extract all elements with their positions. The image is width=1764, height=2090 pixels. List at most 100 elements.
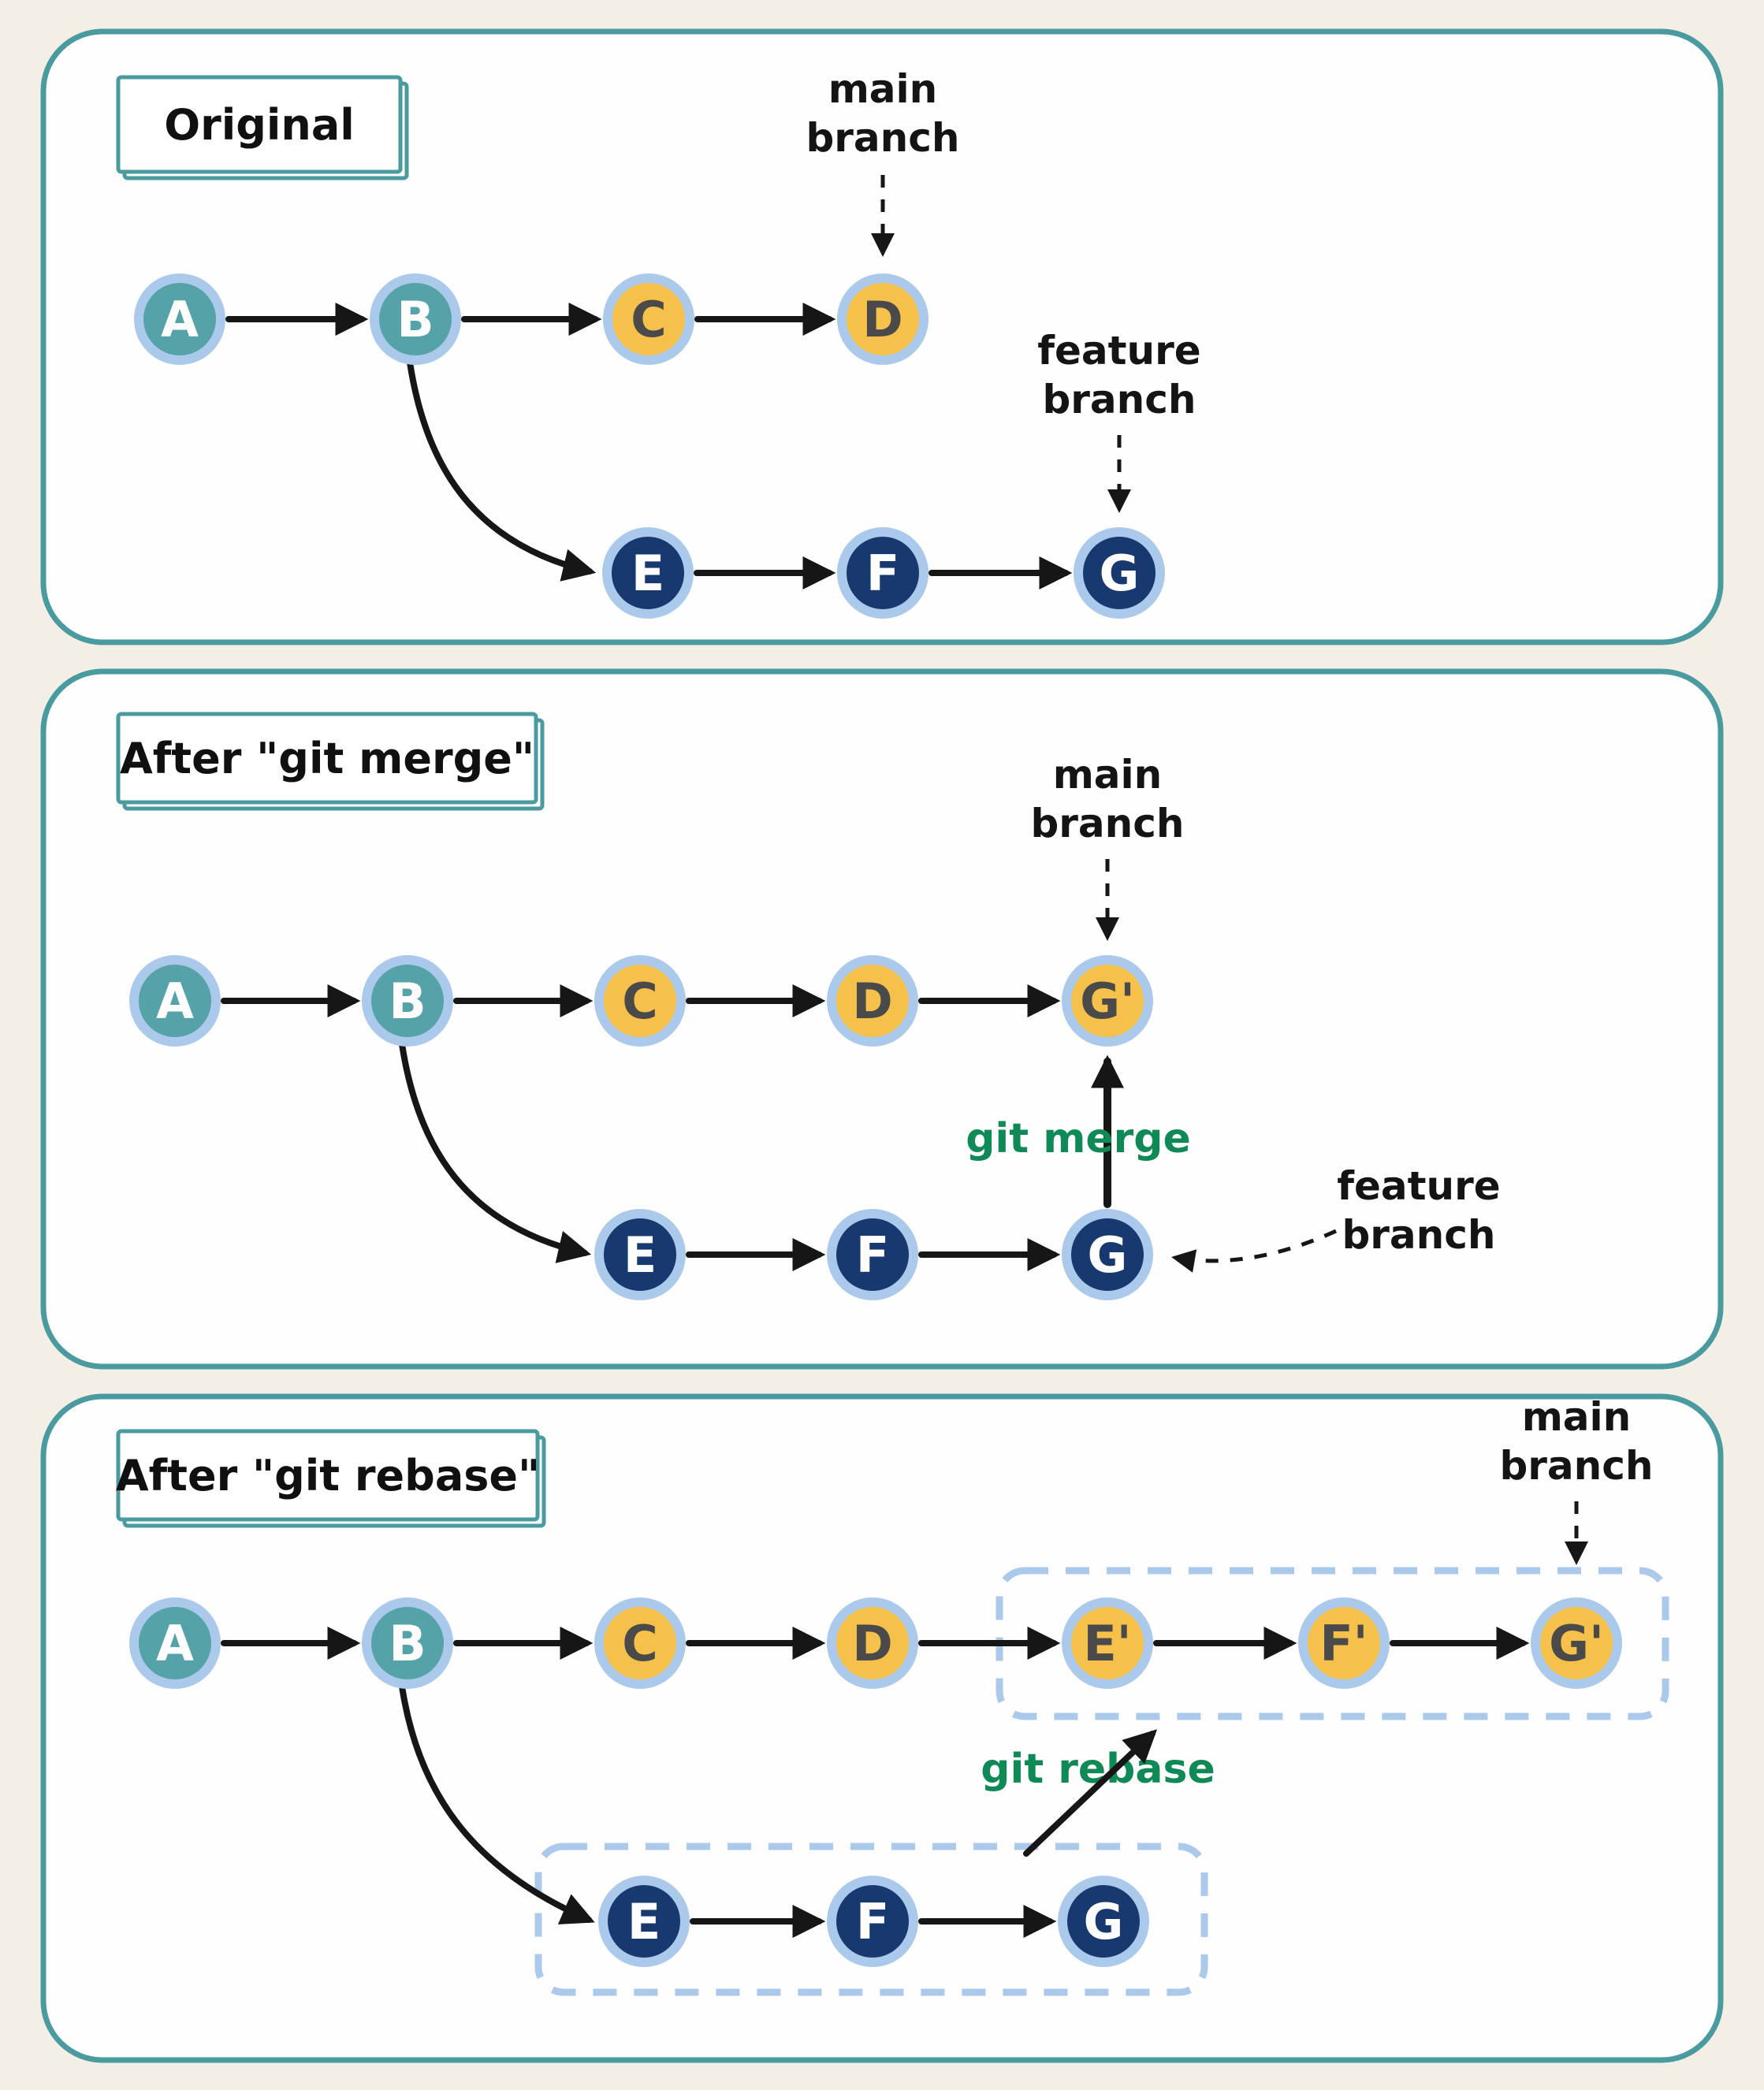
node-fill bbox=[1308, 1607, 1380, 1679]
node-fill bbox=[1540, 1607, 1613, 1679]
node-label: A bbox=[156, 1615, 194, 1672]
node-label: B bbox=[389, 972, 426, 1030]
node-label: E bbox=[623, 1226, 657, 1284]
node-label: D bbox=[852, 1615, 892, 1672]
commit-node-d: D bbox=[827, 1597, 918, 1689]
commit-node-fprime: F' bbox=[1298, 1597, 1390, 1689]
panel-after-rebase-title-box: After "git rebase" bbox=[116, 1429, 546, 1528]
edge-b-e-curve bbox=[407, 359, 597, 582]
commit-node-g: G bbox=[1074, 527, 1165, 619]
commit-node-b: B bbox=[362, 1597, 453, 1689]
node-label: F bbox=[856, 1226, 889, 1284]
node-fill bbox=[1071, 1607, 1144, 1679]
commit-node-e: E bbox=[594, 1209, 686, 1300]
commit-node-b: B bbox=[362, 955, 453, 1047]
node-fill bbox=[139, 965, 211, 1037]
commit-node-e: E bbox=[598, 1876, 690, 1967]
node-label: B bbox=[396, 291, 434, 348]
node-fill bbox=[379, 283, 452, 355]
panel-original: Original main branch feature branch A B bbox=[40, 28, 1724, 645]
feature-branch-label-line1: feature bbox=[1037, 328, 1200, 374]
node-label: G bbox=[1088, 1226, 1128, 1284]
node-label: D bbox=[862, 291, 902, 348]
node-fill bbox=[371, 1607, 444, 1679]
panel-after-rebase-border bbox=[40, 1393, 1724, 2063]
node-label: E bbox=[631, 545, 664, 602]
commit-node-e: E bbox=[602, 527, 694, 619]
node-fill bbox=[836, 1218, 909, 1291]
node-label: A bbox=[161, 291, 199, 348]
panel-after-merge-title: After "git merge" bbox=[120, 734, 534, 783]
title-box bbox=[116, 75, 403, 174]
commit-node-c: C bbox=[594, 1597, 686, 1689]
main-branch-label-line2: branch bbox=[1030, 801, 1184, 846]
node-fill bbox=[1067, 1885, 1140, 1958]
node-label: A bbox=[156, 972, 194, 1030]
edge-b-e-curve bbox=[399, 1683, 595, 1925]
original-feature-commits-group-box bbox=[534, 1843, 1208, 1996]
node-label: C bbox=[631, 291, 667, 348]
feature-branch-label-line2: branch bbox=[1342, 1212, 1495, 1258]
git-merge-label: git merge bbox=[966, 1115, 1191, 1162]
node-fill bbox=[604, 1218, 676, 1291]
node-fill bbox=[139, 1607, 211, 1679]
panel-after-rebase: After "git rebase" main branch git rebas… bbox=[40, 1393, 1724, 2063]
node-fill bbox=[612, 537, 684, 609]
node-label: E' bbox=[1083, 1615, 1131, 1672]
node-label: G' bbox=[1080, 972, 1135, 1030]
node-label: D bbox=[852, 972, 892, 1030]
node-label: F' bbox=[1319, 1615, 1368, 1672]
panel-after-merge-title-box: After "git merge" bbox=[116, 712, 545, 811]
node-label: B bbox=[389, 1615, 426, 1672]
node-fill bbox=[847, 283, 919, 355]
commit-node-f: F bbox=[827, 1209, 918, 1300]
node-label: G bbox=[1100, 545, 1140, 602]
panel-original-title: Original bbox=[164, 100, 355, 150]
git-rebase-arrow bbox=[1023, 1729, 1158, 1857]
commit-node-a: A bbox=[129, 955, 221, 1047]
main-branch-label-line2: branch bbox=[806, 115, 959, 161]
node-fill bbox=[847, 537, 919, 609]
node-label: G bbox=[1084, 1893, 1124, 1951]
main-branch-label-line1: main bbox=[828, 66, 938, 112]
commit-node-c: C bbox=[603, 273, 694, 365]
node-label: C bbox=[622, 1615, 658, 1672]
node-fill bbox=[604, 1607, 676, 1679]
commit-node-gprime: G' bbox=[1062, 955, 1153, 1047]
node-label: E bbox=[627, 1893, 661, 1951]
panel-after-rebase-title: After "git rebase" bbox=[116, 1451, 540, 1501]
feature-branch-label-line2: branch bbox=[1042, 377, 1196, 422]
commit-node-b: B bbox=[370, 273, 461, 365]
node-fill bbox=[612, 283, 685, 355]
node-fill bbox=[1071, 965, 1144, 1037]
main-branch-label-line2: branch bbox=[1499, 1443, 1653, 1489]
node-fill bbox=[1083, 537, 1156, 609]
node-fill bbox=[1071, 1218, 1144, 1291]
commit-node-c: C bbox=[594, 955, 686, 1047]
commit-node-a: A bbox=[129, 1597, 221, 1689]
feature-branch-label-line1: feature bbox=[1337, 1163, 1500, 1209]
commit-node-f: F bbox=[827, 1876, 918, 1967]
node-label: G' bbox=[1549, 1615, 1604, 1672]
node-fill bbox=[836, 1607, 909, 1679]
title-box bbox=[116, 712, 538, 805]
node-fill bbox=[604, 965, 676, 1037]
node-label: C bbox=[622, 972, 658, 1030]
main-branch-label-line1: main bbox=[1522, 1394, 1632, 1440]
commit-node-g: G bbox=[1058, 1876, 1149, 1967]
title-box bbox=[116, 1429, 540, 1522]
commit-node-d: D bbox=[837, 273, 929, 365]
node-fill bbox=[836, 965, 909, 1037]
panel-original-title-box: Original bbox=[116, 75, 409, 180]
node-fill bbox=[143, 283, 216, 355]
node-fill bbox=[836, 1885, 909, 1958]
main-branch-label-line1: main bbox=[1053, 752, 1163, 798]
commit-node-eprime: E' bbox=[1062, 1597, 1153, 1689]
node-fill bbox=[608, 1885, 680, 1958]
node-fill bbox=[371, 965, 444, 1037]
commit-node-d: D bbox=[827, 955, 918, 1047]
panel-after-merge: After "git merge" main branch feature br… bbox=[40, 668, 1724, 1370]
commit-node-f: F bbox=[837, 527, 929, 619]
